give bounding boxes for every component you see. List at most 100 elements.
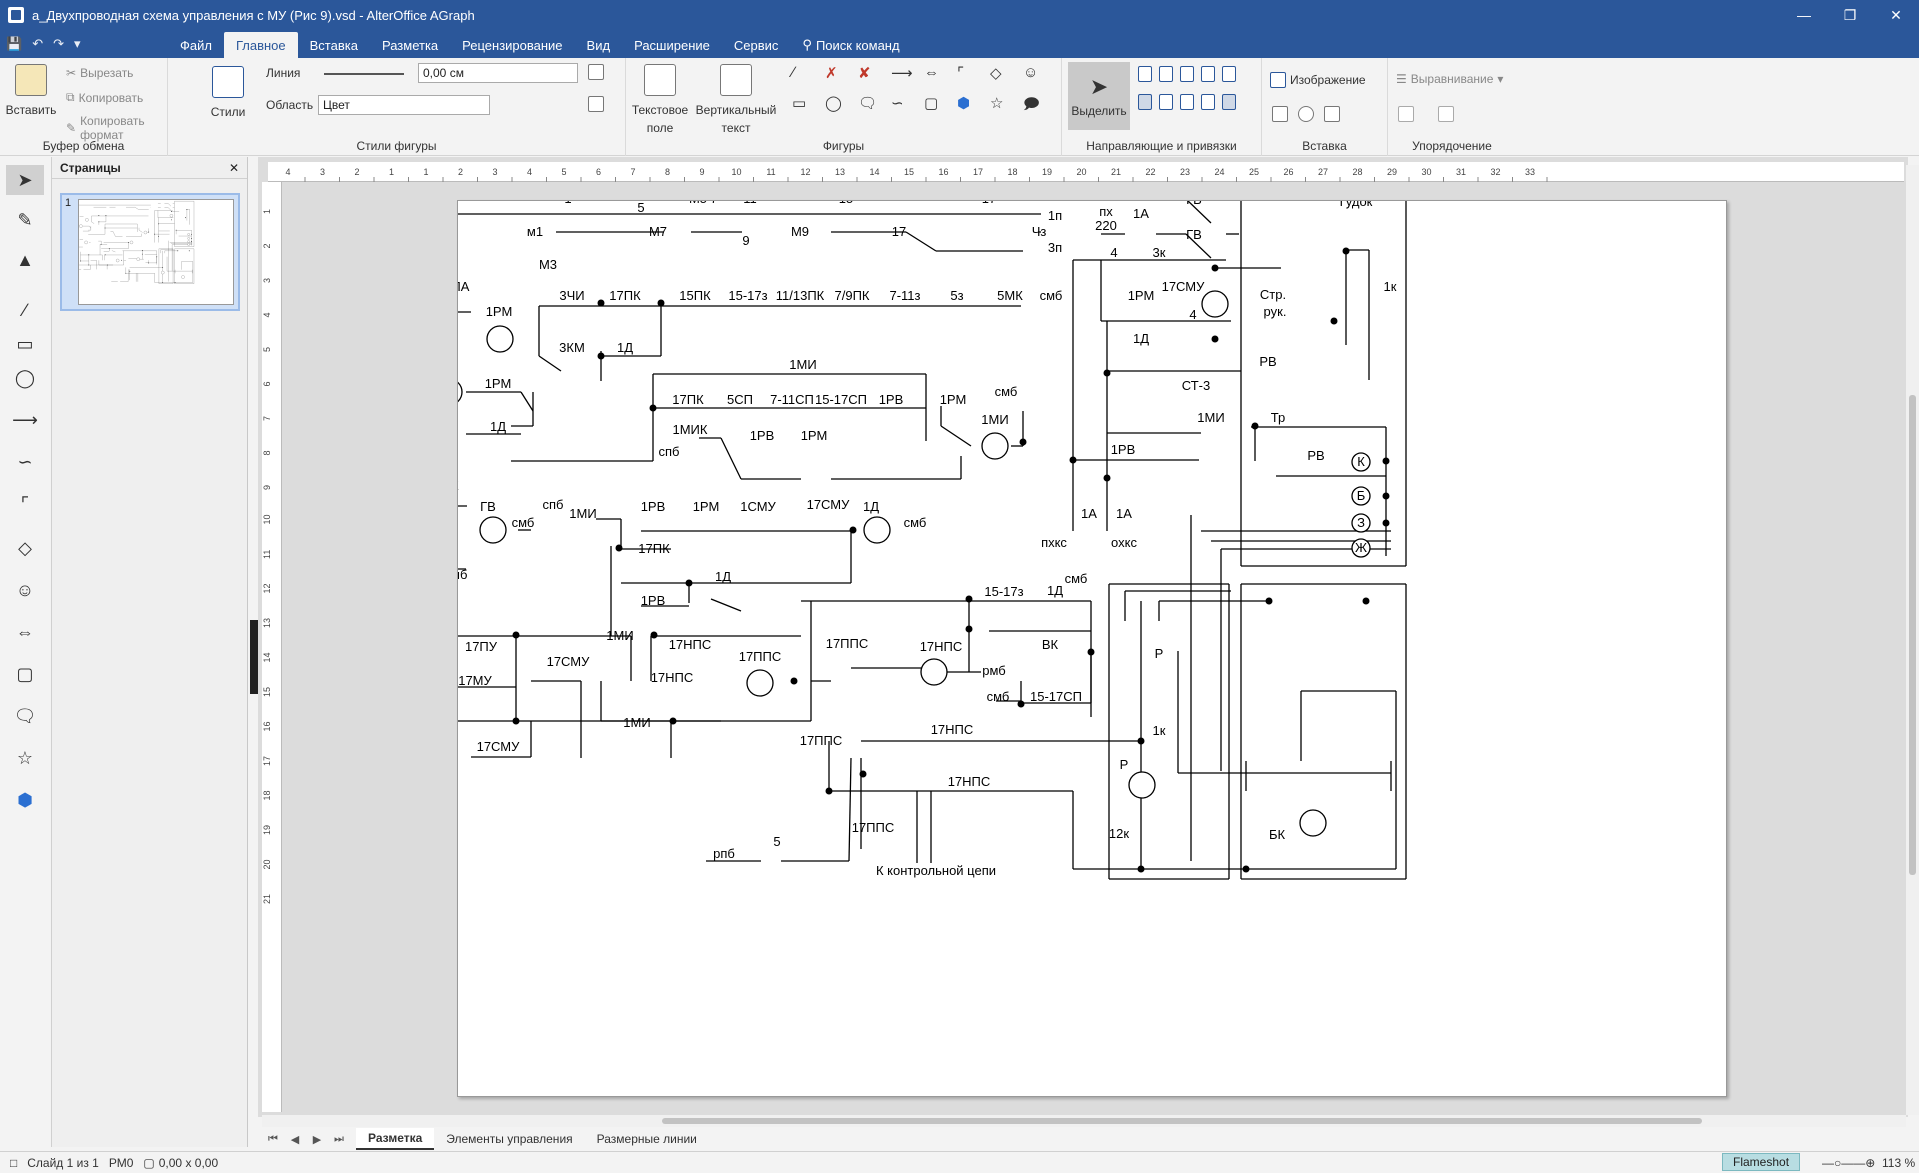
callout-shape-icon[interactable]: 🗨 [858,95,878,112]
double-arrow-tool-icon[interactable]: ⇔ [16,621,34,642]
select-tool-icon[interactable]: ➤ [6,165,44,195]
page-thumbnail[interactable]: 1 [60,193,240,311]
schematic-label[interactable]: 4 [1189,307,1196,322]
schematic-label[interactable]: 1РВ [750,428,775,443]
snap-option-icon-1[interactable] [1159,66,1173,82]
wire[interactable] [720,437,742,480]
schematic-label[interactable]: 9 [742,233,749,248]
horizontal-scroll-thumb[interactable] [662,1118,1702,1124]
schematic-label[interactable]: 1Д [1047,583,1063,598]
snap-option-icon-9[interactable] [1222,94,1236,110]
schematic-label[interactable]: смб [904,515,927,530]
schematic-label[interactable]: 1РМ [486,304,513,319]
undo-icon[interactable]: ↶ [32,36,44,51]
wire[interactable] [138,230,143,233]
relay-coil[interactable] [187,243,190,246]
schematic-label[interactable]: М3 [539,257,557,272]
schematic-label[interactable]: 17НПС [931,722,974,737]
schematic-label[interactable]: смб [1065,571,1088,586]
schematic-label[interactable]: Стр. [1260,287,1286,302]
schematic-label[interactable]: 1п [1048,208,1062,223]
wire[interactable] [89,226,91,229]
schematic-label[interactable]: смб [512,515,535,530]
schematic-label[interactable]: 1А [1116,506,1132,521]
relay-coil[interactable] [920,658,948,686]
schematic-label[interactable]: 7-11СП [770,392,814,407]
select-button[interactable]: ➤ Выделить [1068,62,1130,130]
relay-coil[interactable] [1351,538,1371,558]
line-color-tool-icon[interactable]: ✎ [17,209,33,230]
schematic-label[interactable]: 1РВ [641,593,666,608]
schematic-label[interactable]: 17НПС [948,774,991,789]
star-tool-icon[interactable]: ☆ [16,747,34,768]
wire[interactable] [520,391,534,412]
sheet-tab-2[interactable]: Размерные линии [596,1132,697,1146]
schematic-label[interactable]: М5 [689,191,707,206]
schematic-label[interactable]: 1МИ [1197,410,1224,425]
schematic-label[interactable]: 1РВ [1111,442,1136,457]
schematic-label[interactable]: 4 [1110,245,1117,260]
schematic-label[interactable]: м1 [527,224,543,239]
schematic-label[interactable]: Чз [1032,224,1047,239]
schematic-label[interactable]: спб [659,444,680,459]
schematic-label[interactable]: ВК [1042,637,1059,652]
schematic-label[interactable]: смб [987,689,1010,704]
connector-tool-icon[interactable]: ⌜ [20,493,30,514]
snap-option-icon-2[interactable] [1180,66,1194,82]
schematic-label[interactable]: РВ [1259,354,1276,369]
relay-coil[interactable] [143,230,148,235]
schematic-label[interactable]: 17СМУ [1162,279,1206,294]
table-icon[interactable] [1324,106,1340,122]
snap-option-icon-3[interactable] [1201,66,1215,82]
elbow-shape-icon[interactable]: ⌜ [957,65,965,82]
zoom-slider[interactable]: —○——⊕ [1822,1155,1876,1170]
panel-splitter[interactable] [250,620,258,694]
schematic-label[interactable]: 17СМУ [807,497,851,512]
schematic-label[interactable]: охкс [1111,535,1137,550]
curve-shape-icon[interactable]: ∽ [891,95,904,112]
schematic-label[interactable]: 17ППС [800,733,843,748]
schematic-label[interactable]: 17 [982,191,996,206]
schematic-label[interactable]: 15-17з [984,584,1023,599]
schematic-label[interactable]: М9 [791,224,809,239]
send-backward-icon[interactable] [1438,106,1454,122]
align-button[interactable]: ☰Выравнивание▾ [1396,72,1504,86]
schematic-label[interactable]: Тр [1271,410,1285,425]
cut-button[interactable]: ✂Вырезать [66,66,134,80]
wire[interactable] [940,425,972,447]
connector-x-shape-icon[interactable]: ✗ [825,65,838,82]
relay-coil[interactable] [169,214,174,218]
schematic-label[interactable]: смб [1040,288,1063,303]
schematic-label[interactable]: 1Д [863,499,879,514]
schematic-label[interactable]: М7 [649,224,667,239]
schematic-label[interactable]: 17 [892,224,906,239]
relay-coil[interactable] [479,516,507,544]
schematic-label[interactable]: 17ППС [852,820,895,835]
ellipse-shape-icon[interactable]: ◯ [825,95,842,112]
schematic-label[interactable]: 1Д [490,419,506,434]
schematic-label[interactable]: 1СМУ [740,499,776,514]
schematic-label[interactable]: 15ПК [679,288,711,303]
schematic-label[interactable]: 17НПС [651,670,694,685]
schematic-label[interactable]: 15-17з [728,288,767,303]
snap-option-icon-7[interactable] [1180,94,1194,110]
relay-coil[interactable] [84,240,88,245]
schematic-label[interactable]: Р [1120,757,1129,772]
callout-tool-icon[interactable]: 🗨 [13,705,37,726]
schematic-label[interactable]: 1РМ [801,428,828,443]
schematic-label[interactable]: 1МИ [569,506,596,521]
bring-forward-icon[interactable] [1398,106,1414,122]
vertical-scroll-thumb[interactable] [1909,395,1916,875]
restore-icon[interactable]: ❐ [1843,6,1857,23]
cube-tool-icon[interactable]: ⬢ [17,789,33,810]
schematic-label[interactable]: 3к [1153,245,1166,260]
flowchart-shape-icon[interactable]: ▢ [924,95,939,112]
schematic-label[interactable]: тспб [441,567,468,582]
schematic-label[interactable]: Ж [1355,540,1367,555]
schematic-label[interactable]: 1к [1384,279,1397,294]
schematic-label[interactable]: 5 [773,834,780,849]
relay-coil[interactable] [85,218,89,222]
relay-coil[interactable] [486,325,514,353]
